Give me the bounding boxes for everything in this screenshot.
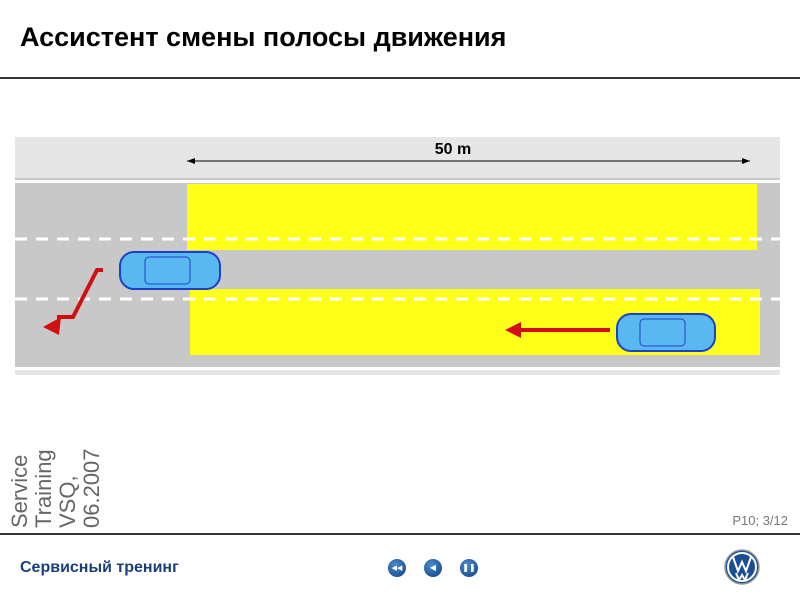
distance-arrow <box>187 158 750 164</box>
vw-logo <box>724 549 760 585</box>
distance-label: 50 m <box>435 141 471 158</box>
footer-divider <box>0 533 800 535</box>
page-number: P10; 3/12 <box>732 513 788 528</box>
header-divider <box>0 77 800 79</box>
pause-button[interactable]: ❚❚ <box>460 559 478 577</box>
brand-label: Сервисный тренинг <box>20 559 179 576</box>
page-title: Ассистент смены полосы движения <box>20 22 507 52</box>
side-line: VSQ, <box>55 475 80 528</box>
monitoring-zone-left-lane <box>187 184 757 250</box>
own-car <box>119 251 221 290</box>
back-button[interactable]: ◀ <box>424 559 442 577</box>
road-edge-bottom <box>15 367 780 370</box>
arrow-head <box>43 317 61 335</box>
lane-change-diagram: 50 m <box>15 137 780 375</box>
rewind-button[interactable]: ◀◀ <box>388 559 406 577</box>
road-edge-top <box>15 180 780 183</box>
side-line: Training <box>31 449 56 528</box>
pause-icon: ❚❚ <box>462 563 476 572</box>
lane-change-arrow <box>57 268 103 319</box>
side-caption: Service Training VSQ, 06.2007 <box>7 448 104 528</box>
side-line: 06.2007 <box>79 448 104 528</box>
back-icon: ◀ <box>429 563 437 572</box>
side-line: Service <box>7 454 32 528</box>
arrow-head <box>505 322 521 338</box>
rewind-icon: ◀◀ <box>391 565 403 572</box>
approaching-car <box>616 313 716 352</box>
